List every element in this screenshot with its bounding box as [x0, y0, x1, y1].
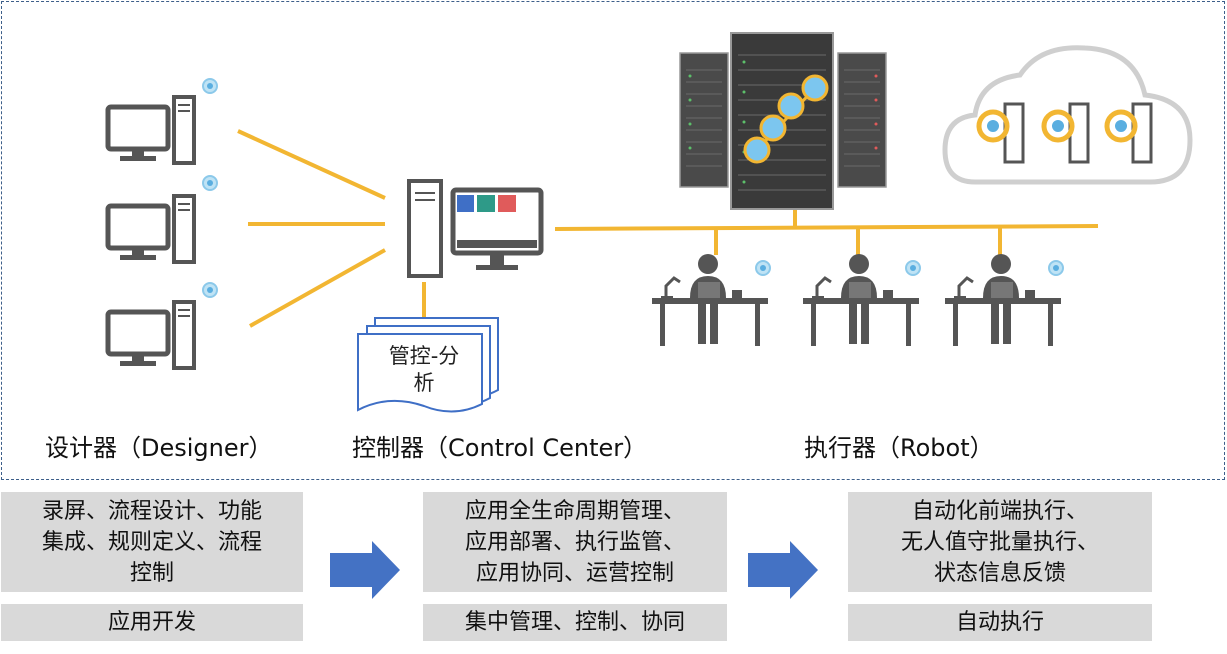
- robot-summary-box: 自动执行: [848, 604, 1152, 641]
- worker-desk-icon: [801, 252, 921, 348]
- system-boundary: [1, 1, 1225, 480]
- controller-description-box: 应用全生命周期管理、 应用部署、执行监管、 应用协同、运营控制: [423, 492, 727, 592]
- designer-computer-icon: [108, 282, 218, 368]
- connector-lines: [237, 129, 1099, 328]
- description-line: 状态信息反馈: [933, 560, 1066, 586]
- designer-summary-box: 应用开发: [1, 604, 303, 641]
- designer-computer-icon: [108, 175, 218, 262]
- document-label-line: 析: [413, 371, 435, 395]
- designer-description-box: 录屏、流程设计、功能 集成、规则定义、流程 控制: [1, 492, 303, 592]
- server-rack-icon: [679, 32, 887, 210]
- controller-label: 控制器（Control Center）: [352, 434, 648, 462]
- description-line: 应用协同、运营控制: [475, 560, 674, 586]
- worker-desk-icon: [943, 252, 1064, 348]
- controller-computer-icon: [407, 179, 544, 278]
- right-arrow-icon: [748, 541, 818, 599]
- summary-text: 集中管理、控制、协同: [464, 610, 685, 635]
- document-stack-icon: [357, 317, 499, 413]
- summary-text: 应用开发: [107, 610, 196, 635]
- document-label-line: 管控-分: [388, 344, 460, 368]
- description-line: 应用部署、执行监管、: [464, 529, 685, 555]
- document-label: 管控-分 析: [366, 343, 482, 397]
- summary-text: 自动执行: [955, 610, 1044, 635]
- robot-description-box: 自动化前端执行、 无人值守批量执行、 状态信息反馈: [848, 492, 1152, 592]
- description-line: 无人值守批量执行、: [900, 529, 1099, 555]
- description-line: 集成、规则定义、流程: [41, 529, 262, 555]
- worker-desk-icon: [650, 252, 771, 348]
- designer-label: 设计器（Designer）: [45, 434, 273, 462]
- designer-computer-icon: [108, 78, 218, 163]
- description-line: 录屏、流程设计、功能: [41, 498, 262, 524]
- controller-summary-box: 集中管理、控制、协同: [423, 604, 727, 641]
- robot-label: 执行器（Robot）: [804, 434, 994, 462]
- description-line: 应用全生命周期管理、: [464, 498, 685, 524]
- description-line: 控制: [129, 560, 174, 586]
- right-arrow-icon: [330, 541, 400, 599]
- description-line: 自动化前端执行、: [911, 498, 1088, 524]
- cloud-robot-icon: [942, 45, 1193, 185]
